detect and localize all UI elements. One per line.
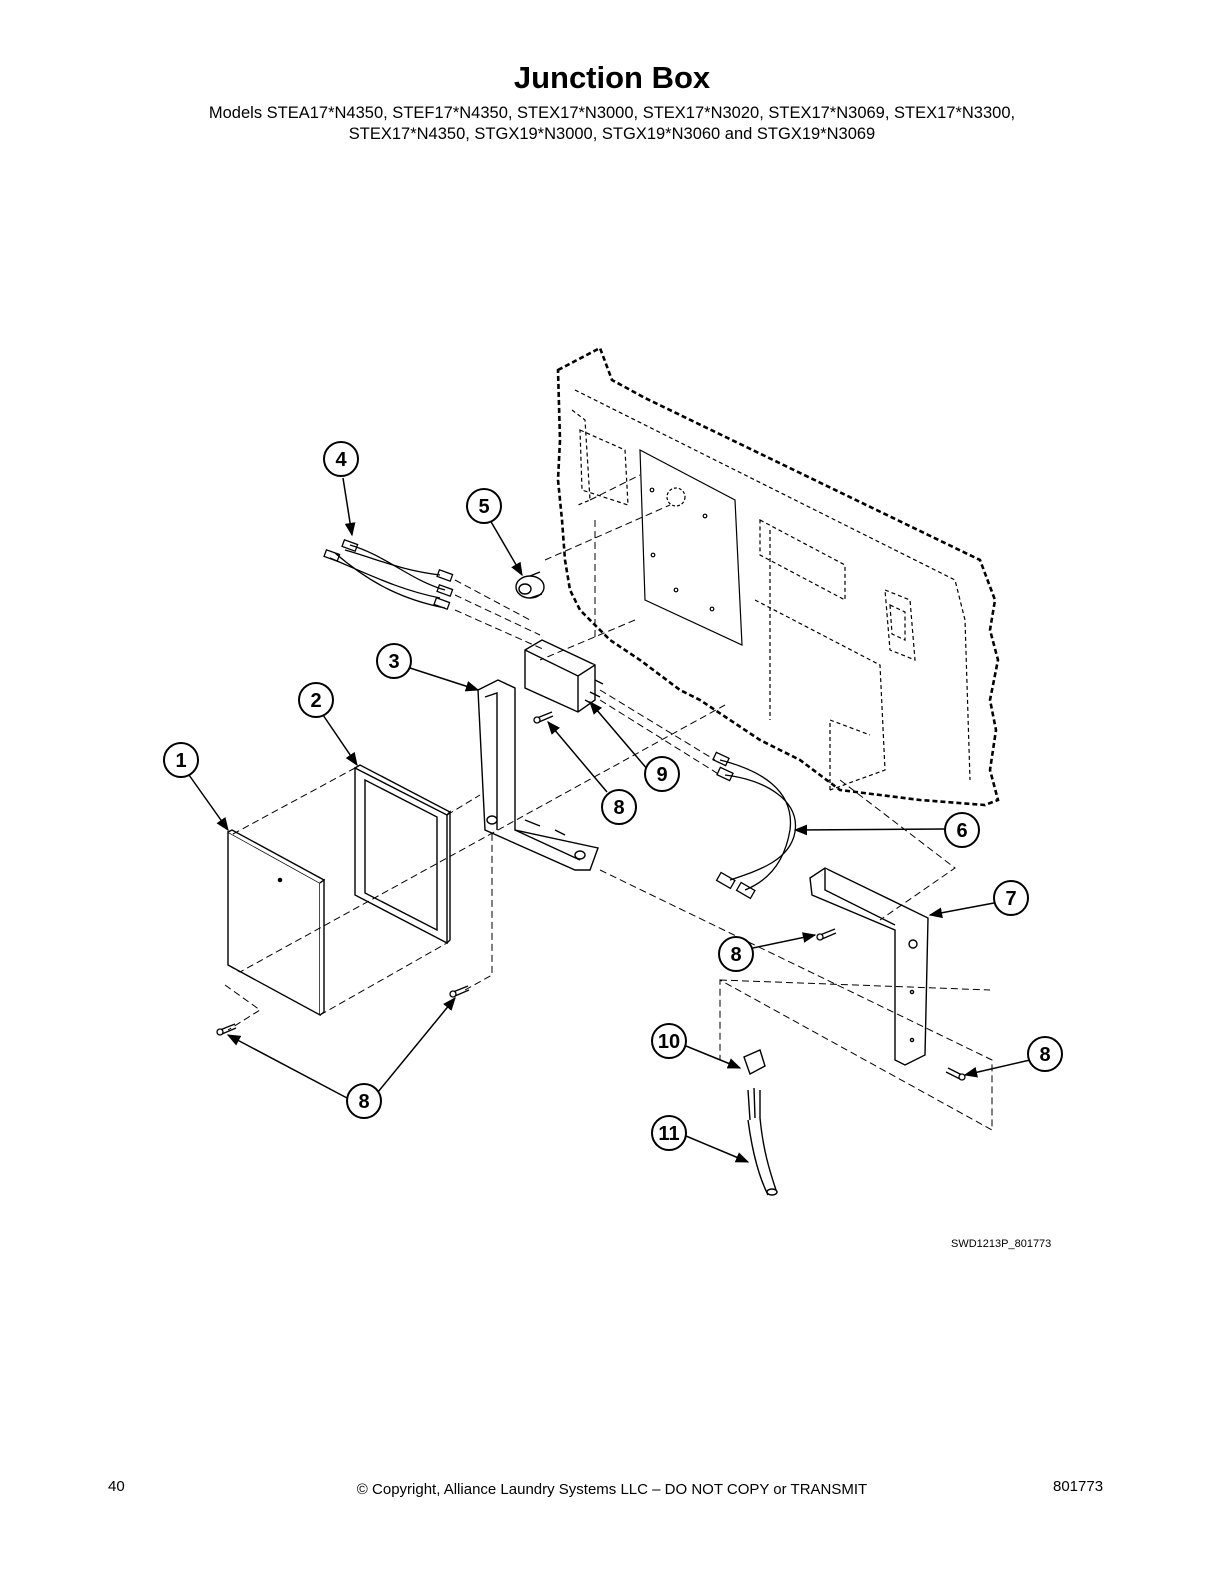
copyright-notice: © Copyright, Alliance Laundry Systems LL… bbox=[356, 1481, 868, 1498]
callout-circles bbox=[163, 441, 1063, 1151]
cabinet-inner-lines bbox=[571, 389, 971, 791]
callout-4: 4 bbox=[335, 449, 347, 471]
document-number: 801773 bbox=[1053, 1478, 1104, 1495]
alignment-lines bbox=[224, 474, 993, 1131]
part-3-bracket bbox=[477, 679, 599, 871]
callout-5: 5 bbox=[478, 496, 489, 518]
mounting-plate bbox=[639, 448, 743, 646]
part-7-bracket bbox=[809, 867, 929, 1066]
models-line-2: STEX17*N4350, STGX19*N3000, STGX19*N3060… bbox=[348, 125, 876, 143]
page-title: Junction Box bbox=[513, 60, 711, 95]
part-2-gasket bbox=[354, 764, 452, 945]
callout-8-d: 8 bbox=[358, 1091, 369, 1113]
callout-8-c: 8 bbox=[1039, 1044, 1050, 1066]
part-6-wire-assembly bbox=[712, 751, 797, 900]
part-11-cord bbox=[747, 1087, 778, 1196]
models-line-1: Models STEA17*N4350, STEF17*N4350, STEX1… bbox=[208, 104, 1016, 122]
part-1-cover bbox=[227, 829, 326, 1017]
callout-8-a: 8 bbox=[613, 797, 624, 819]
callout-6: 6 bbox=[956, 820, 967, 842]
callout-9: 9 bbox=[656, 764, 667, 786]
callout-8-b: 8 bbox=[730, 944, 741, 966]
part-10-connector bbox=[743, 1049, 766, 1076]
page-number: 40 bbox=[108, 1478, 125, 1495]
leader-lines bbox=[188, 477, 1031, 1163]
part-5-bushing bbox=[515, 571, 545, 599]
callout-11: 11 bbox=[658, 1123, 679, 1145]
cabinet-panel bbox=[556, 346, 1000, 807]
part-4-wire-harness bbox=[323, 538, 454, 610]
figure-id: SWD1213P_801773 bbox=[951, 1238, 1052, 1250]
callout-3: 3 bbox=[388, 651, 399, 673]
part-9-filter bbox=[524, 639, 604, 713]
callout-7: 7 bbox=[1005, 888, 1016, 910]
callout-1: 1 bbox=[175, 750, 186, 772]
callout-10: 10 bbox=[658, 1031, 680, 1053]
callout-2: 2 bbox=[310, 690, 321, 712]
